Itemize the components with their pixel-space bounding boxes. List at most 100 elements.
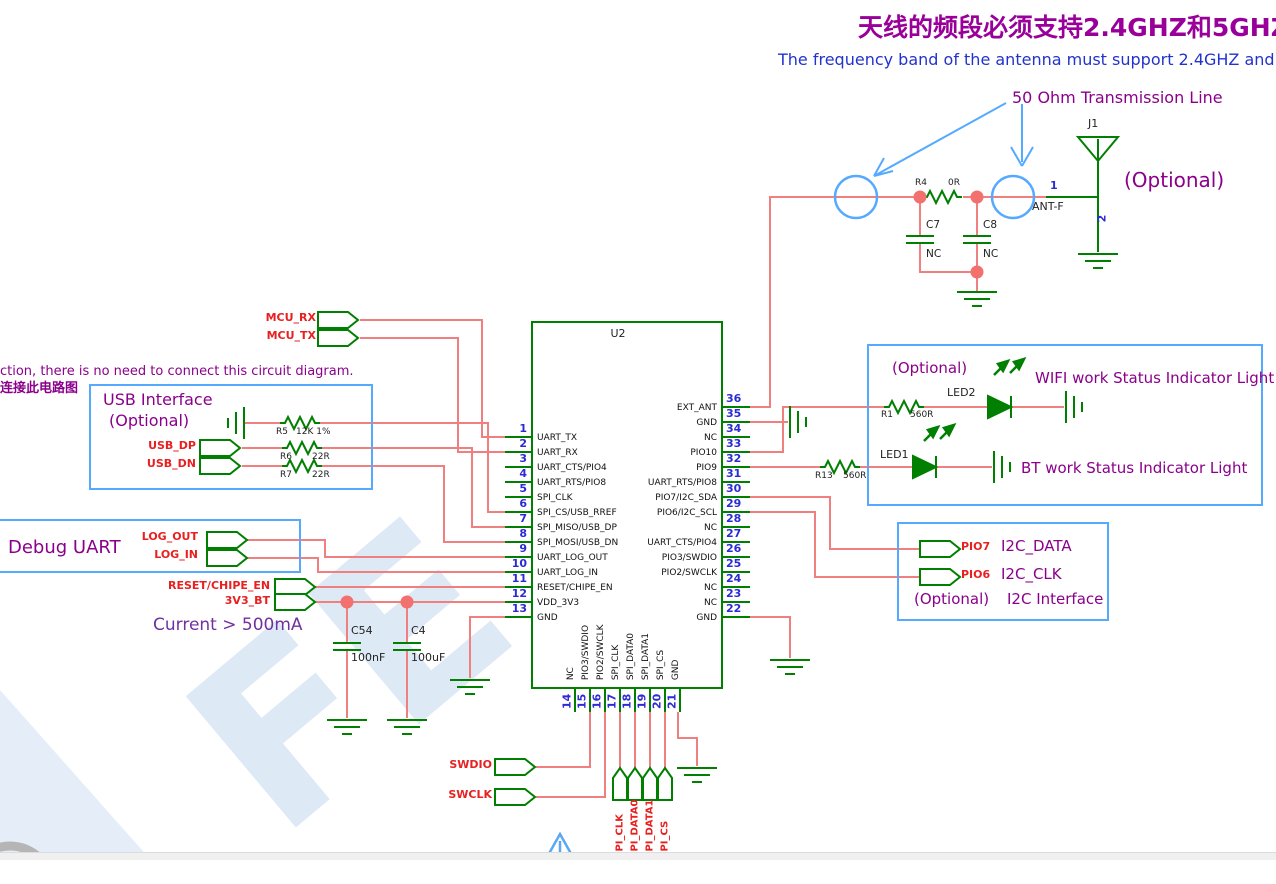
pin-number-right: 24: [726, 572, 742, 585]
antenna-pin1: 1: [1050, 179, 1058, 192]
pin-number-right: 26: [726, 542, 742, 555]
usb-box: [89, 384, 373, 490]
mcu-rx-label: MCU_RX: [265, 311, 316, 324]
pin-name-right: EXT_ANT: [676, 403, 717, 413]
pin-number-bottom: 21: [665, 693, 679, 709]
pin-number-left: 3: [519, 452, 527, 465]
swclk-label: SWCLK: [448, 788, 492, 801]
pin-name-left: SPI_MOSI/USB_DN: [537, 538, 619, 548]
pin-name-left: UART_LOG_IN: [537, 568, 598, 578]
debug-uart-title: Debug UART: [8, 537, 121, 558]
transmission-line-note: 50 Ohm Transmission Line: [1012, 88, 1223, 107]
pin-number-left: 1: [519, 422, 527, 435]
c4-value: 100uF: [411, 651, 446, 664]
pin-name-right: PIO10: [690, 448, 717, 458]
antenna-triangle: [1075, 136, 1121, 163]
pin-name-left: GND: [537, 613, 558, 623]
transmission-line-circle: [990, 174, 1036, 220]
pin-name-bottom: GND: [670, 659, 681, 681]
r7-value: 22R: [312, 470, 330, 480]
pin-number-right: 28: [726, 512, 742, 525]
usb-box-subtitle: (Optional): [109, 411, 190, 430]
net-i2c-scl: [750, 511, 920, 578]
r13-ref: R13: [815, 471, 833, 481]
net-gnd22: [750, 616, 791, 658]
net-usb-rref: [244, 422, 505, 513]
net-log-in: [247, 557, 505, 573]
reset-label: RESET/CHIPE_EN: [168, 579, 271, 592]
pin-number-left: 7: [519, 512, 527, 525]
pin-number-bottom: 20: [650, 693, 664, 709]
pin-name-right: NC: [703, 433, 717, 443]
pin-number-right: 36: [726, 392, 742, 405]
chip-ref: U2: [610, 327, 626, 340]
net-gnd13: [469, 616, 505, 678]
chip-body: [531, 321, 723, 689]
usb-box-title: USB Interface: [103, 390, 213, 409]
spi-header-label: SPI_CS: [659, 820, 671, 859]
net-mcu-tx: [360, 337, 505, 453]
wires: [242, 196, 1099, 798]
mcu-tx-label: MCU_TX: [266, 329, 316, 342]
antenna-name: ANT-F: [1032, 200, 1064, 213]
net-ant-caps: [919, 197, 1099, 292]
antenna-optional: (Optional): [1124, 168, 1225, 192]
pin-number-right: 30: [726, 482, 742, 495]
pin-number-left: 11: [511, 572, 527, 585]
wifi-indicator-note: WIFI work Status Indicator Light: [1035, 369, 1275, 387]
antenna-symbol: [1046, 139, 1099, 252]
pin-number-left: 6: [519, 497, 527, 510]
pin-name-right: GND: [696, 418, 717, 428]
chip-left-stubs: [505, 436, 532, 618]
pin-name-left: UART_TX: [537, 433, 578, 443]
pin-number-bottom: 18: [620, 693, 634, 709]
net-led2: [750, 406, 1064, 453]
r5-value: 12K 1%: [296, 427, 331, 437]
pin-number-left: 12: [511, 587, 527, 600]
net-log-out: [247, 539, 505, 558]
led-optional: (Optional): [892, 359, 968, 377]
annotation-arrow: [873, 102, 1007, 177]
pin-name-bottom: SPI_DATA0: [625, 632, 636, 681]
chip-bottom-stubs: [574, 688, 681, 712]
net-mcu-rx: [360, 319, 505, 438]
i2c-clk-label: I2C_CLK: [1001, 565, 1062, 583]
antenna-ref: J1: [1088, 117, 1099, 130]
bottom-bar: [0, 852, 1276, 860]
pin-number-right: 35: [726, 407, 742, 420]
pio7-label: PIO7: [961, 540, 991, 553]
usb-dp-label: USB_DP: [148, 439, 196, 452]
net-gnd21: [677, 712, 698, 766]
i2c-optional: (Optional): [914, 590, 990, 608]
annotation-arrow: [1010, 104, 1034, 167]
r4-ref: R4: [915, 178, 927, 188]
r7-ref: R7: [280, 470, 292, 480]
pin-name-left: RESET/CHIPE_EN: [537, 583, 613, 593]
transmission-line-circle: [833, 174, 879, 220]
pin-name-bottom: SPI_DATA1: [640, 632, 651, 681]
pin-number-right: 22: [726, 602, 742, 615]
pin-name-left: UART_RX: [537, 448, 578, 458]
led1-ref: LED1: [880, 448, 909, 461]
pin-name-bottom: SPI_CS: [655, 649, 666, 681]
led-box: [867, 344, 1263, 506]
antenna-requirement-title-cn: 天线的频段必须支持2.4GHZ和5GHZ: [858, 13, 1276, 42]
pin-number-bottom: 14: [560, 693, 574, 709]
r6-value: 22R: [312, 452, 330, 462]
pin-name-bottom: SPI_CLK: [610, 644, 621, 681]
3v3-label: 3V3_BT: [224, 594, 270, 607]
net-usb-dp: [242, 447, 505, 528]
log-out-label: LOG_OUT: [141, 530, 198, 543]
pin-name-left: UART_RTS/PIO8: [537, 478, 607, 488]
r6-ref: R6: [280, 452, 292, 462]
pin-number-right: 29: [726, 497, 742, 510]
side-note-en: ction, there is no need to connect this …: [0, 364, 354, 379]
pin-name-left: UART_CTS/PIO4: [537, 463, 607, 473]
pin-number-left: 13: [511, 602, 527, 615]
spi-header-label: SPI_DATA1: [644, 799, 656, 859]
c54-ref: C54: [351, 624, 373, 637]
c8-value: NC: [983, 248, 999, 260]
bt-indicator-note: BT work Status Indicator Light: [1021, 459, 1248, 477]
i2c-box: [897, 522, 1109, 621]
pin-number-left: 10: [511, 557, 527, 570]
